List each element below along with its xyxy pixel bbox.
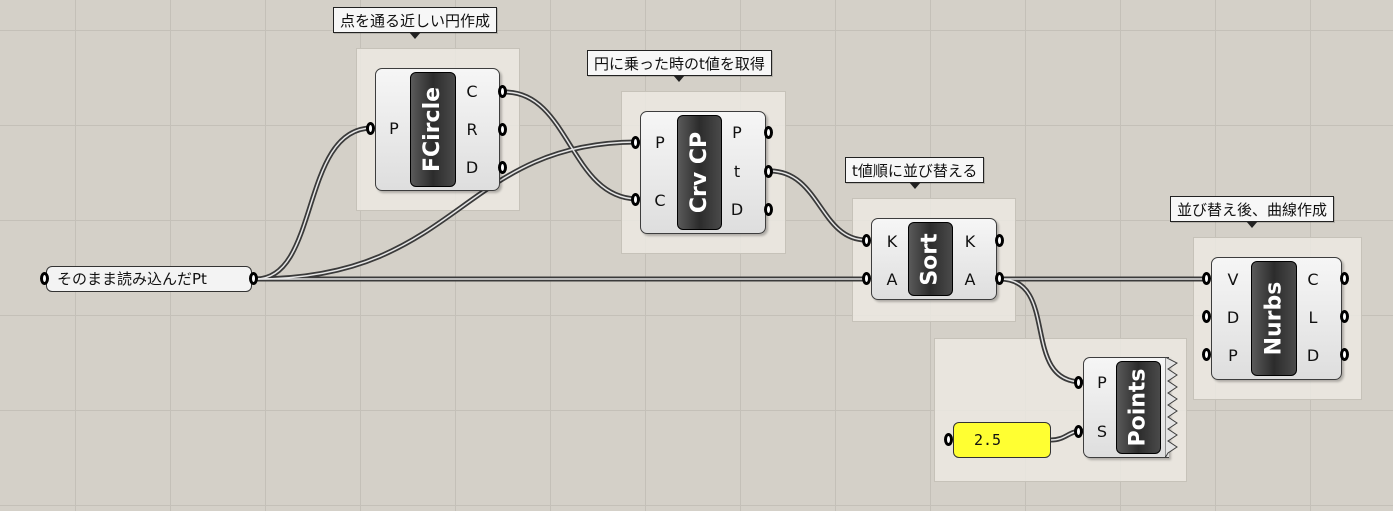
- fcircle-output-grip-C[interactable]: [498, 85, 507, 98]
- fcircle-output-R: R: [466, 120, 478, 139]
- nurbs-input-V: V: [1227, 270, 1239, 289]
- sort-input-A: A: [886, 270, 898, 289]
- comment-nurbs: 並び替え後、曲線作成: [1170, 196, 1335, 228]
- component-nurbs[interactable]: Nurbs V D P C L D: [1211, 257, 1342, 380]
- component-crvcp[interactable]: Crv CP P C P t D: [640, 111, 766, 234]
- points-input-grip-P[interactable]: [1074, 376, 1083, 389]
- sort-output-grip-K[interactable]: [995, 234, 1004, 247]
- crvcp-output-grip-D[interactable]: [764, 203, 773, 216]
- crvcp-input-grip-P[interactable]: [631, 136, 640, 149]
- sort-output-A: A: [964, 270, 976, 289]
- crvcp-output-grip-P[interactable]: [764, 126, 773, 139]
- nurbs-input-grip-V[interactable]: [1202, 272, 1211, 285]
- nurbs-input-grip-D[interactable]: [1202, 310, 1211, 323]
- fcircle-input-P: P: [389, 119, 399, 138]
- fcircle-output-grip-D[interactable]: [498, 161, 507, 174]
- fcircle-output-C: C: [466, 82, 478, 101]
- sort-output-grip-A[interactable]: [995, 272, 1004, 285]
- sort-input-grip-A[interactable]: [862, 272, 871, 285]
- points-jagged-edge: [1165, 357, 1178, 458]
- fcircle-output-D: D: [465, 158, 479, 177]
- text-panel[interactable]: そのまま読み込んだPt: [46, 266, 252, 292]
- nurbs-input-P: P: [1228, 346, 1238, 365]
- crvcp-output-t: t: [733, 162, 741, 181]
- component-fcircle[interactable]: FCircle P C R D: [375, 68, 500, 191]
- number-slider[interactable]: 2.5: [953, 422, 1051, 458]
- nurbs-output-grip-L[interactable]: [1340, 310, 1349, 323]
- panel-input-grip[interactable]: [40, 272, 49, 285]
- points-input-S: S: [1096, 422, 1108, 441]
- crvcp-input-C: C: [654, 191, 666, 210]
- sort-input-grip-K[interactable]: [862, 234, 871, 247]
- nurbs-output-C: C: [1307, 270, 1319, 289]
- sort-core[interactable]: Sort: [908, 222, 953, 296]
- comment-fcircle: 点を通る近しい円作成: [333, 7, 498, 39]
- component-sort[interactable]: Sort K A K A: [871, 218, 997, 300]
- sort-output-K: K: [964, 232, 976, 251]
- nurbs-input-D: D: [1226, 308, 1240, 327]
- nurbs-output-grip-D[interactable]: [1340, 348, 1349, 361]
- crvcp-input-P: P: [655, 133, 665, 152]
- comment-crvcp: 円に乗った時のt値を取得: [587, 50, 772, 82]
- points-input-P: P: [1097, 373, 1107, 392]
- crvcp-output-P: P: [732, 123, 742, 142]
- nurbs-output-grip-C[interactable]: [1340, 272, 1349, 285]
- panel-text: そのまま読み込んだPt: [57, 270, 207, 288]
- points-input-grip-S[interactable]: [1074, 425, 1083, 438]
- component-points[interactable]: Points P S: [1083, 357, 1169, 458]
- panel-output-grip[interactable]: [249, 272, 258, 285]
- nurbs-input-grip-P[interactable]: [1202, 348, 1211, 361]
- nurbs-output-L: L: [1308, 308, 1318, 327]
- crvcp-input-grip-C[interactable]: [631, 193, 640, 206]
- nurbs-core[interactable]: Nurbs: [1251, 261, 1297, 376]
- crvcp-output-grip-t[interactable]: [764, 165, 773, 178]
- wire-panel-to-fcircle: [253, 125, 375, 282]
- crvcp-core[interactable]: Crv CP: [677, 115, 722, 230]
- fcircle-output-grip-R[interactable]: [498, 123, 507, 136]
- slider-value: 2.5: [974, 431, 1002, 449]
- fcircle-input-grip-P[interactable]: [366, 122, 375, 135]
- slider-input-grip[interactable]: [944, 433, 953, 446]
- points-core[interactable]: Points: [1116, 361, 1161, 454]
- wire-fcircle-to-crvcp: [502, 89, 641, 202]
- sort-input-K: K: [886, 232, 898, 251]
- crvcp-output-D: D: [730, 200, 744, 219]
- comment-sort: t値順に並び替える: [845, 157, 985, 189]
- nurbs-output-D: D: [1306, 346, 1320, 365]
- fcircle-core[interactable]: FCircle: [410, 72, 456, 187]
